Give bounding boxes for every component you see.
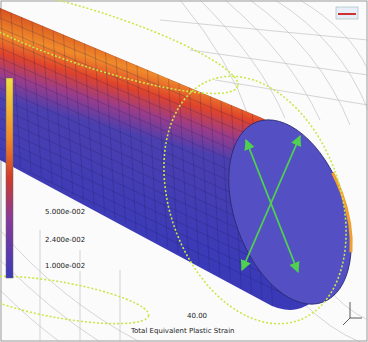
result-title: Total Equivalent Plastic Strain <box>130 327 236 336</box>
logo <box>338 13 356 15</box>
dimension-arrow <box>242 136 300 272</box>
legend-value: 2.400e-002 <box>44 236 86 245</box>
legend-value: 1.000e-002 <box>44 262 86 271</box>
legend-value: 5.000e-002 <box>44 208 86 217</box>
logo <box>336 7 358 19</box>
scale-value: 40.00 <box>186 312 208 321</box>
axis-triad <box>343 302 362 325</box>
cap-rim <box>205 103 368 321</box>
color-bar <box>6 78 13 278</box>
end-cap <box>205 103 368 321</box>
